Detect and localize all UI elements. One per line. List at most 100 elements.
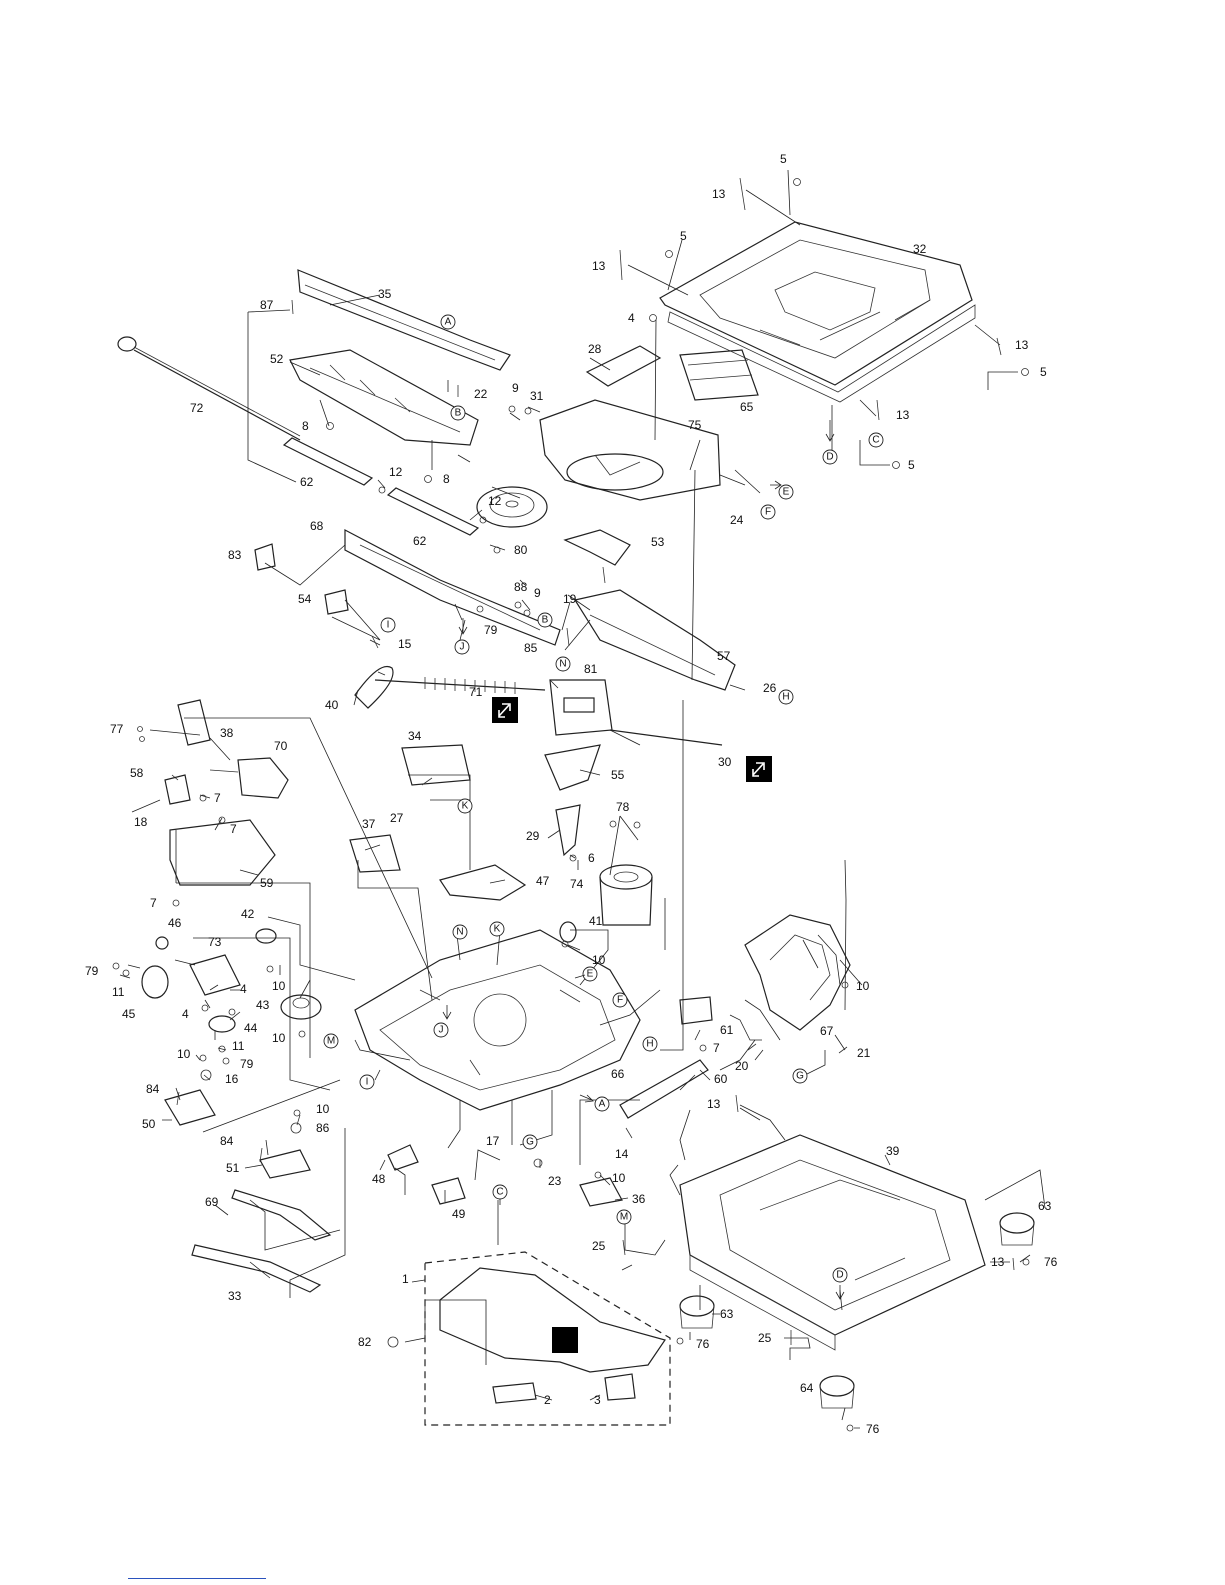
- callout-11: 11: [112, 985, 125, 999]
- callout-10: 10: [612, 1171, 626, 1185]
- callout-76: 76: [866, 1422, 880, 1436]
- ref-D: D: [832, 1267, 848, 1283]
- callout-79: 79: [240, 1057, 254, 1071]
- svg-text:F: F: [765, 507, 771, 518]
- ref-B: B: [537, 612, 553, 628]
- callout-16: 16: [225, 1072, 239, 1086]
- bottom-chassis-39: [679, 1134, 986, 1351]
- top-chassis-assembly: [659, 221, 976, 403]
- svg-text:A: A: [599, 1099, 606, 1110]
- callout-13: 13: [991, 1255, 1005, 1269]
- pickup-81: [549, 679, 723, 746]
- leader-lines: [119, 169, 1046, 1429]
- callout-55: 55: [611, 768, 625, 782]
- gear-41: [559, 921, 577, 943]
- callout-5: 5: [1040, 365, 1047, 379]
- ref-N: N: [555, 656, 571, 672]
- gear-45: [141, 965, 169, 999]
- svg-text:H: H: [782, 692, 789, 703]
- callout-22: 22: [474, 387, 488, 401]
- callout-51: 51: [226, 1161, 240, 1175]
- svg-text:J: J: [460, 642, 465, 653]
- callout-84: 84: [146, 1082, 160, 1096]
- bracket-38: [177, 699, 211, 746]
- clip-54: [324, 589, 349, 615]
- callout-63: 63: [720, 1307, 734, 1321]
- lever-55: [544, 744, 601, 791]
- svg-text:E: E: [587, 969, 594, 980]
- callout-12: 12: [488, 494, 502, 508]
- callout-23: 23: [548, 1174, 562, 1188]
- callout-46: 46: [168, 916, 182, 930]
- callout-72: 72: [190, 401, 204, 415]
- callout-40: 40: [325, 698, 339, 712]
- damper-63-right: [999, 1212, 1035, 1246]
- callout-53: 53: [651, 535, 665, 549]
- callout-60: 60: [714, 1072, 728, 1086]
- flex-28: [585, 345, 662, 387]
- callout-30: 30: [718, 755, 732, 769]
- callout-18: 18: [134, 815, 148, 829]
- callout-10: 10: [272, 1031, 286, 1045]
- ref-N: N: [452, 924, 468, 940]
- callout-76: 76: [696, 1337, 710, 1351]
- svg-text:E: E: [783, 487, 790, 498]
- bottom-link-underline[interactable]: [128, 1578, 266, 1579]
- reference-letters: A B C D E F I J B N H K N K E F M J H I …: [323, 314, 884, 1283]
- clip-83: [254, 543, 276, 571]
- callout-2: 2: [544, 1393, 551, 1407]
- lever-60: [619, 1059, 709, 1119]
- callout-37: 37: [362, 817, 376, 831]
- callout-87: 87: [260, 298, 274, 312]
- ref-K: K: [489, 921, 505, 937]
- callout-54: 54: [298, 592, 312, 606]
- callout-5: 5: [780, 152, 787, 166]
- bracket-61: [679, 996, 713, 1025]
- callout-43: 43: [256, 998, 270, 1012]
- callout-numbers: 5 13 32 5 13 13 5 4 28 65 13 5 75 9 31 2…: [85, 152, 1058, 1436]
- bracket-35: [297, 269, 511, 371]
- ref-E: E: [582, 966, 598, 982]
- callout-74: 74: [570, 877, 584, 891]
- callout-8: 8: [443, 472, 450, 486]
- callout-45: 45: [122, 1007, 136, 1021]
- callout-63: 63: [1038, 1199, 1052, 1213]
- callout-85: 85: [524, 641, 538, 655]
- main-chassis-66: [354, 929, 641, 1111]
- callout-7: 7: [230, 822, 237, 836]
- callout-29: 29: [526, 829, 540, 843]
- damper-63-left: [679, 1295, 715, 1329]
- callout-52: 52: [270, 352, 284, 366]
- gear-assembly-73: [189, 954, 241, 996]
- callout-67: 67: [820, 1024, 834, 1038]
- belt-40: [354, 666, 394, 709]
- callout-70: 70: [274, 739, 288, 753]
- ref-C: C: [868, 432, 884, 448]
- callout-8: 8: [302, 419, 309, 433]
- gear-46: [155, 936, 169, 950]
- svg-text:B: B: [542, 615, 549, 626]
- callout-42: 42: [241, 907, 255, 921]
- callout-48: 48: [372, 1172, 386, 1186]
- svg-text:K: K: [462, 801, 469, 812]
- callout-38: 38: [220, 726, 234, 740]
- gear-44: [208, 1015, 236, 1033]
- part-36: [579, 1177, 623, 1207]
- ref-A: A: [440, 314, 456, 330]
- ref-D: D: [822, 449, 838, 465]
- svg-text:C: C: [496, 1187, 503, 1198]
- lever-33: [191, 1244, 322, 1293]
- callout-12: 12: [389, 465, 403, 479]
- callout-66: 66: [611, 1067, 625, 1081]
- callout-1: 1: [402, 1272, 409, 1286]
- callout-79: 79: [85, 964, 99, 978]
- ref-I: I: [359, 1074, 375, 1090]
- callout-62: 62: [413, 534, 427, 548]
- shaft-72: [117, 336, 301, 441]
- ref-E: E: [778, 484, 794, 500]
- svg-text:B: B: [455, 408, 462, 419]
- callout-13: 13: [1015, 338, 1029, 352]
- bracket-34: [401, 744, 471, 786]
- callout-79: 79: [484, 623, 498, 637]
- callout-26: 26: [763, 681, 777, 695]
